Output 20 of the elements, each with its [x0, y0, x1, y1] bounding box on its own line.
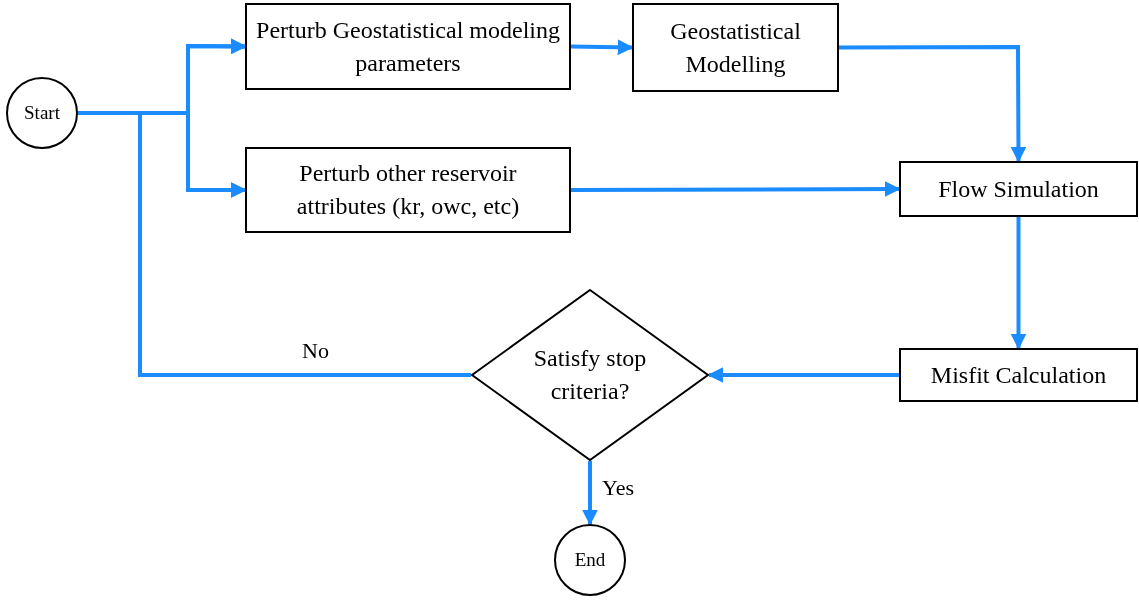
node-label: Flow Simulation [937, 174, 1100, 204]
arrow [707, 367, 899, 383]
decision-diamond [471, 289, 709, 461]
node-label: Start [23, 100, 61, 125]
arrow [571, 181, 901, 198]
node-label: End [573, 547, 607, 572]
arrow [839, 45, 1027, 163]
process-box [632, 3, 839, 92]
process-box [899, 161, 1138, 217]
node-label: Perturb other reservoir attributes (kr, owc, etc) [295, 159, 521, 221]
node-label: Satisfy stop criteria? [532, 344, 648, 406]
node-label: Perturb Geostatistical modeling parameters [255, 15, 561, 78]
arrow [582, 461, 598, 526]
node-label: Geostatistical Modelling [669, 16, 802, 79]
arrow [1010, 217, 1027, 350]
node-label: Misfit Calculation [929, 360, 1108, 390]
process-box [245, 3, 571, 90]
process-box [899, 348, 1138, 402]
arrow [570, 39, 634, 56]
process-box [245, 147, 571, 233]
